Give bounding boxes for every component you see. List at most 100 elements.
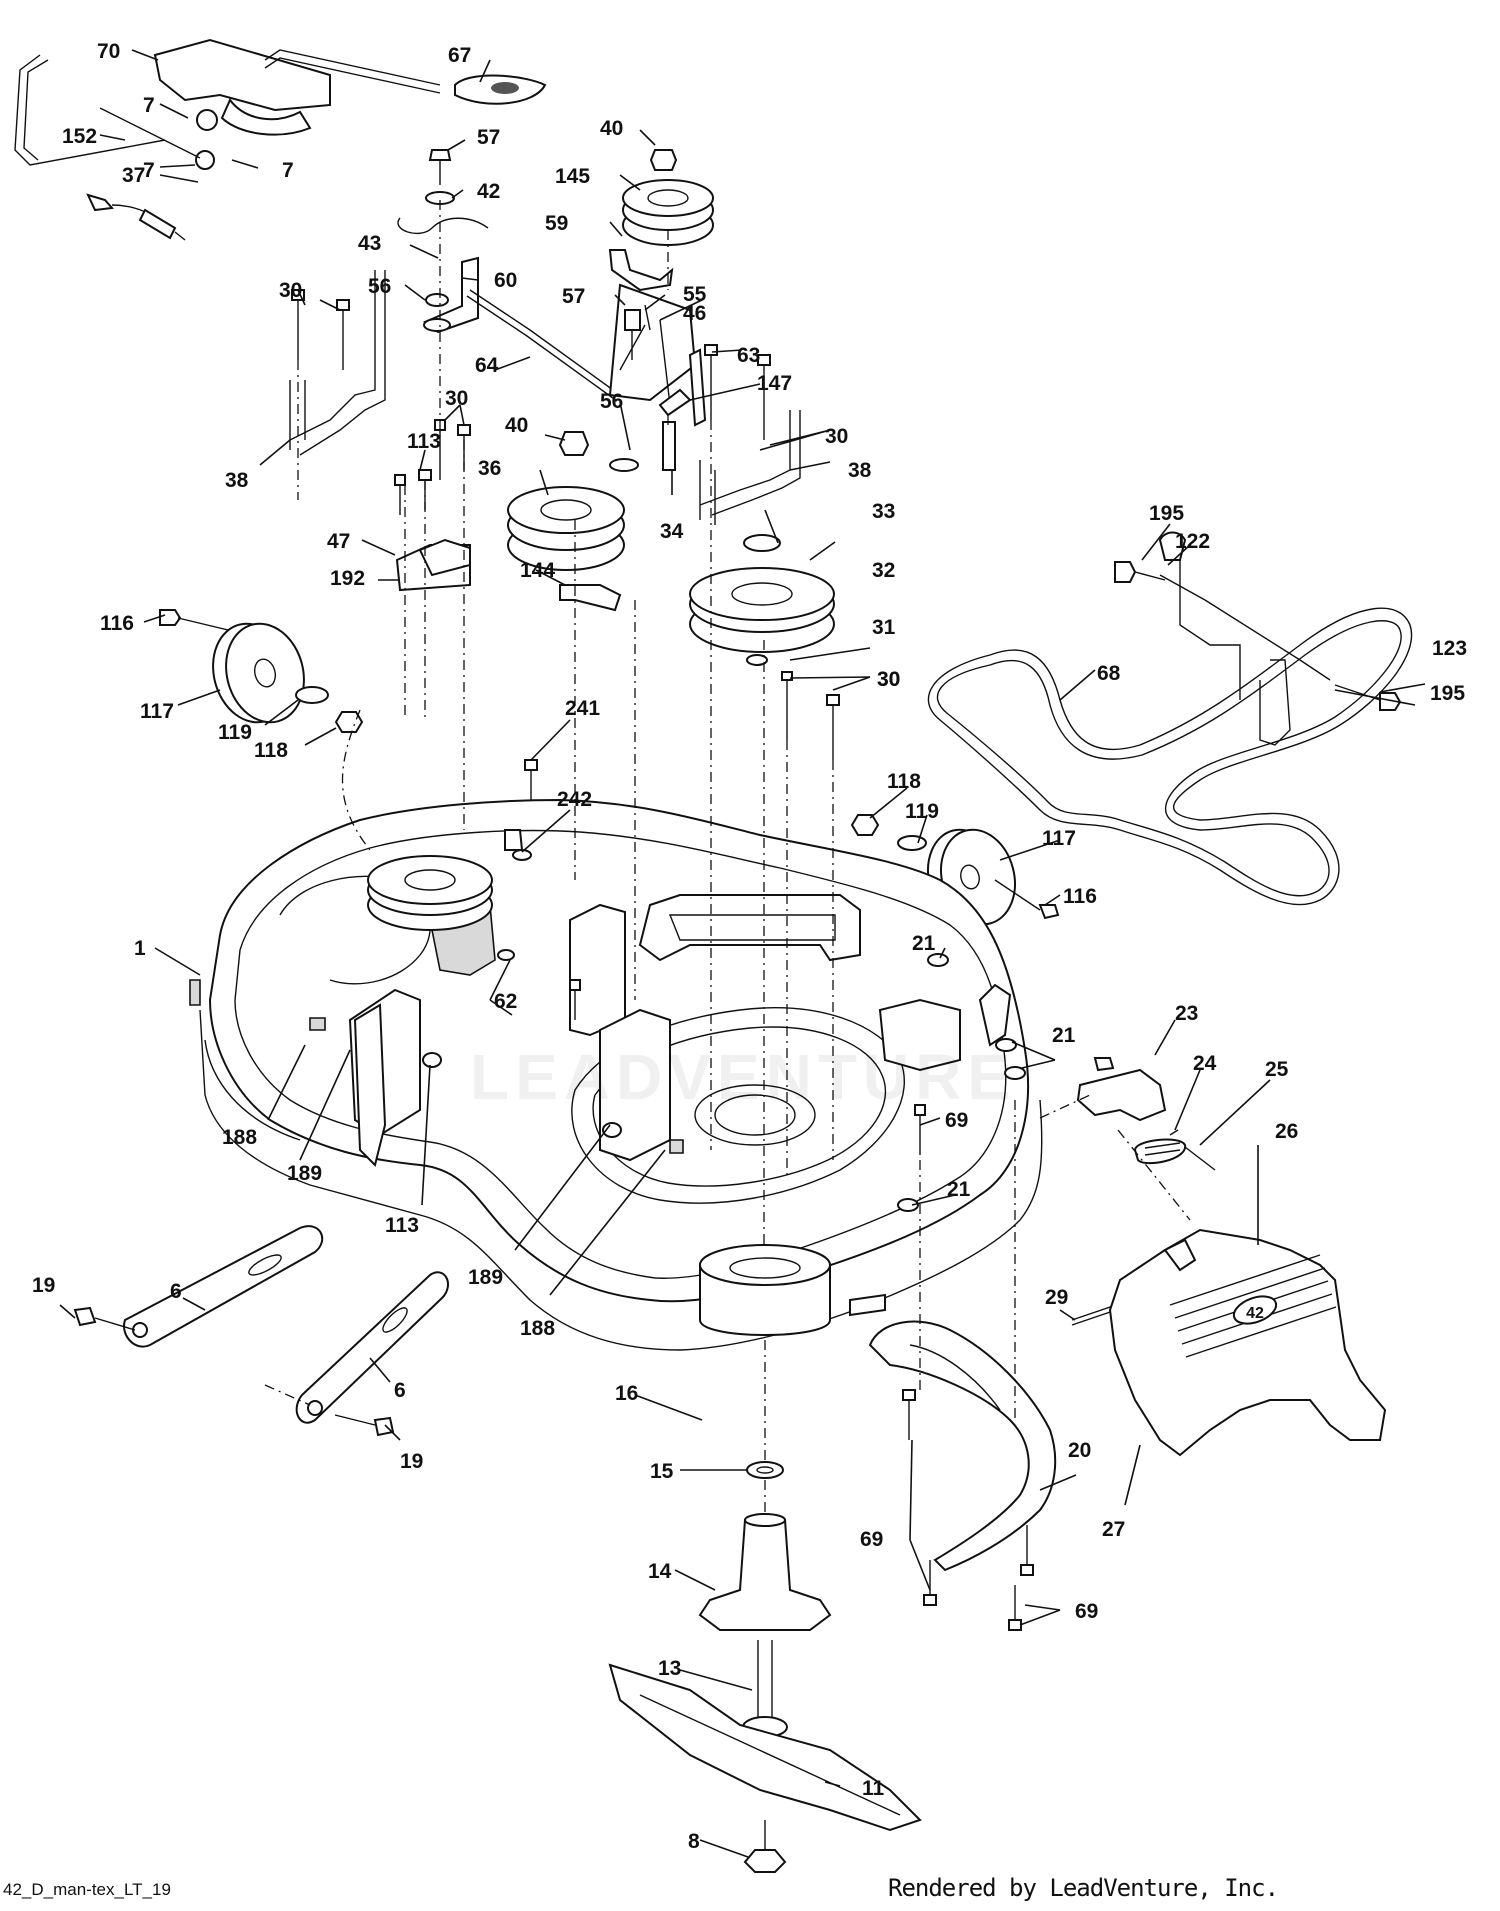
callout-label: 33	[872, 500, 895, 523]
callout-label: 30	[445, 387, 468, 410]
callout-label: 19	[400, 1450, 423, 1473]
callout-label: 15	[650, 1460, 674, 1483]
deck-bracket-47	[395, 538, 471, 592]
callout-label: 68	[1097, 662, 1121, 685]
callout-label: 195	[1430, 682, 1465, 705]
callout-labels: 70 7 7 7 152 37 67 57 42 43 56 60 40 145…	[32, 40, 1467, 1853]
callout-label: 30	[279, 279, 302, 302]
callout-label: 27	[1102, 1518, 1125, 1541]
callout-label: 147	[757, 372, 792, 395]
callout-label: 67	[448, 44, 471, 67]
callout-label: 7	[143, 94, 155, 117]
callout-label: 6	[170, 1280, 182, 1303]
callout-label: 30	[825, 425, 848, 448]
callout-label: 29	[1045, 1286, 1068, 1309]
shroud-badge: 42	[1246, 1305, 1264, 1322]
callout-label: 70	[97, 40, 120, 63]
callout-label: 69	[1075, 1600, 1098, 1623]
callout-label: 30	[877, 668, 900, 691]
callout-label: 117	[140, 700, 174, 723]
deck-spindle-pulley	[367, 855, 493, 931]
assembly-guide-lines	[297, 200, 1016, 1515]
callout-label: 145	[555, 165, 590, 188]
callout-label: 118	[887, 770, 921, 793]
callout-label: 59	[545, 212, 568, 235]
callout-label: 24	[1193, 1052, 1217, 1075]
callout-label: 56	[600, 390, 623, 413]
callout-label: 34	[660, 520, 684, 543]
decal	[454, 74, 547, 105]
callout-label: 38	[225, 469, 249, 492]
deck-hardware-center	[504, 759, 1026, 1212]
callout-label: 21	[1052, 1024, 1076, 1047]
callout-label: 62	[494, 990, 517, 1013]
callout-label: 38	[848, 459, 872, 482]
drive-belt	[927, 607, 1413, 906]
deflector-bracket	[868, 1320, 1057, 1572]
callout-label: 47	[327, 530, 350, 553]
callout-label: 192	[330, 567, 365, 590]
callout-label: 113	[407, 430, 441, 453]
idler-pulley-lower	[507, 431, 639, 612]
callout-label: 123	[1432, 637, 1467, 660]
callout-label: 16	[615, 1382, 638, 1405]
leader-lines	[59, 49, 1426, 1858]
callout-label: 14	[648, 1560, 672, 1583]
gauge-wheel-left	[159, 609, 364, 733]
callout-label: 19	[32, 1274, 55, 1297]
callout-label: 13	[658, 1657, 681, 1680]
callout-label: 21	[912, 932, 936, 955]
rendered-by-credit: Rendered by LeadVenture, Inc.	[888, 1874, 1279, 1902]
callout-label: 116	[100, 612, 134, 635]
callout-label: 69	[860, 1528, 883, 1551]
callout-label: 31	[872, 616, 896, 639]
callout-label: 144	[520, 559, 555, 582]
callout-label: 119	[218, 721, 252, 744]
watermark: LEADVENTURE	[470, 1041, 1017, 1113]
deck-bolts-69	[902, 1389, 1034, 1631]
callout-label: 188	[520, 1317, 555, 1340]
callout-label: 57	[562, 285, 585, 308]
callout-label: 122	[1175, 530, 1210, 553]
belt-guide	[1114, 531, 1402, 746]
callout-label: 7	[143, 159, 155, 182]
callout-label: 57	[477, 126, 500, 149]
callout-label: 1	[134, 937, 146, 960]
callout-label: 60	[494, 269, 517, 292]
callout-label: 23	[1175, 1002, 1198, 1025]
callout-label: 25	[1265, 1058, 1289, 1081]
lift-lever-assembly	[14, 38, 441, 241]
callout-label: 241	[565, 697, 600, 720]
callout-label: 152	[62, 125, 97, 148]
callout-label: 56	[368, 275, 391, 298]
deck-arms-left	[73, 1225, 449, 1437]
callout-label: 42	[477, 180, 500, 203]
callout-label: 46	[683, 302, 706, 325]
callout-label: 40	[600, 117, 623, 140]
callout-label: 63	[737, 344, 760, 367]
spindle-pulley-right	[689, 344, 840, 760]
callout-label: 7	[282, 159, 294, 182]
callout-label: 37	[122, 164, 145, 187]
callout-label: 117	[1042, 827, 1076, 850]
callout-label: 11	[862, 1777, 885, 1800]
callout-label: 116	[1063, 885, 1097, 908]
callout-label: 55	[683, 283, 707, 306]
callout-label: 21	[947, 1178, 971, 1201]
callout-label: 119	[905, 800, 939, 823]
callout-label: 189	[468, 1266, 503, 1289]
callout-label: 36	[478, 457, 501, 480]
callout-label: 189	[287, 1162, 322, 1185]
callout-label: 118	[254, 739, 288, 762]
callout-label: 40	[505, 414, 528, 437]
callout-label: 64	[475, 354, 499, 377]
bolts-and-brackets-left	[289, 270, 471, 515]
callout-label: 6	[394, 1379, 406, 1402]
callout-label: 43	[358, 232, 381, 255]
callout-label: 113	[385, 1214, 419, 1237]
callout-label: 195	[1149, 502, 1184, 525]
diagram-code: 42_D_man-tex_LT_19	[3, 1880, 171, 1899]
callout-label: 26	[1275, 1120, 1298, 1143]
callout-label: 242	[557, 788, 592, 811]
